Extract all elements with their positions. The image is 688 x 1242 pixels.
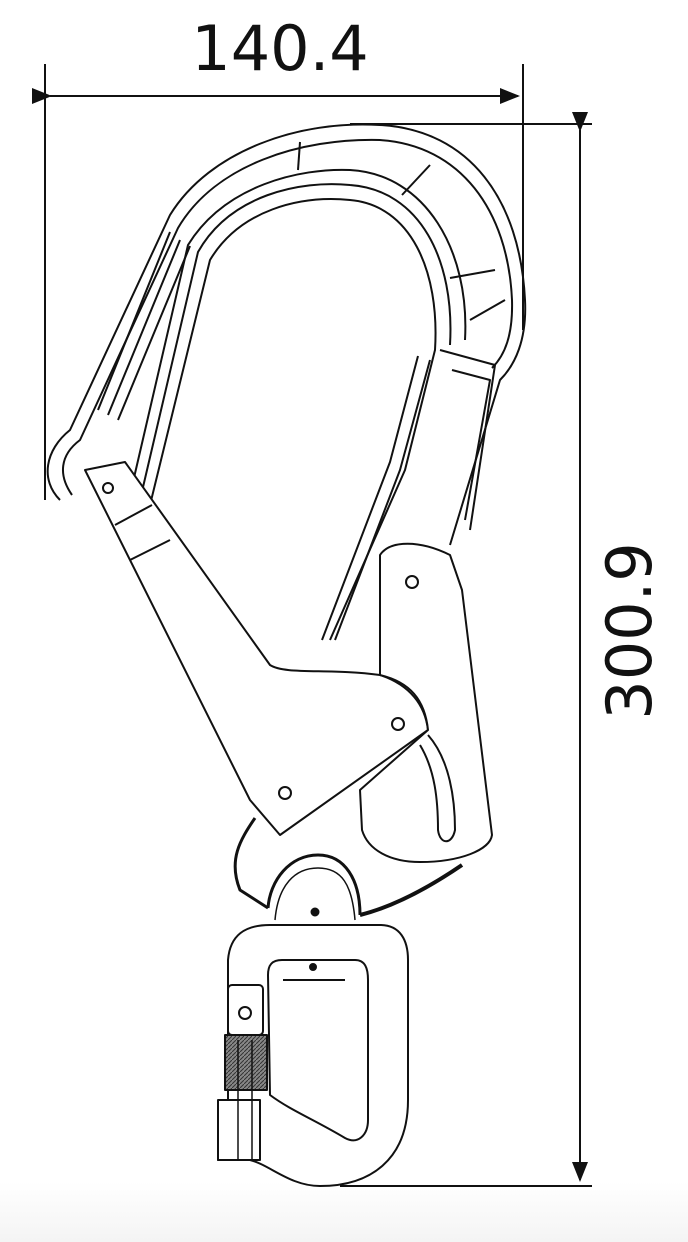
hook-body — [46, 123, 527, 641]
width-dimension — [32, 64, 524, 500]
bottom-snap-hook — [217, 924, 409, 1187]
locking-lever — [359, 542, 493, 863]
swivel-eye — [233, 817, 464, 921]
height-dimension-label: 300.9 — [593, 542, 666, 720]
height-dimension — [340, 112, 592, 1187]
width-dimension-label: 140.4 — [191, 12, 369, 85]
bottom-fade — [0, 1182, 688, 1242]
